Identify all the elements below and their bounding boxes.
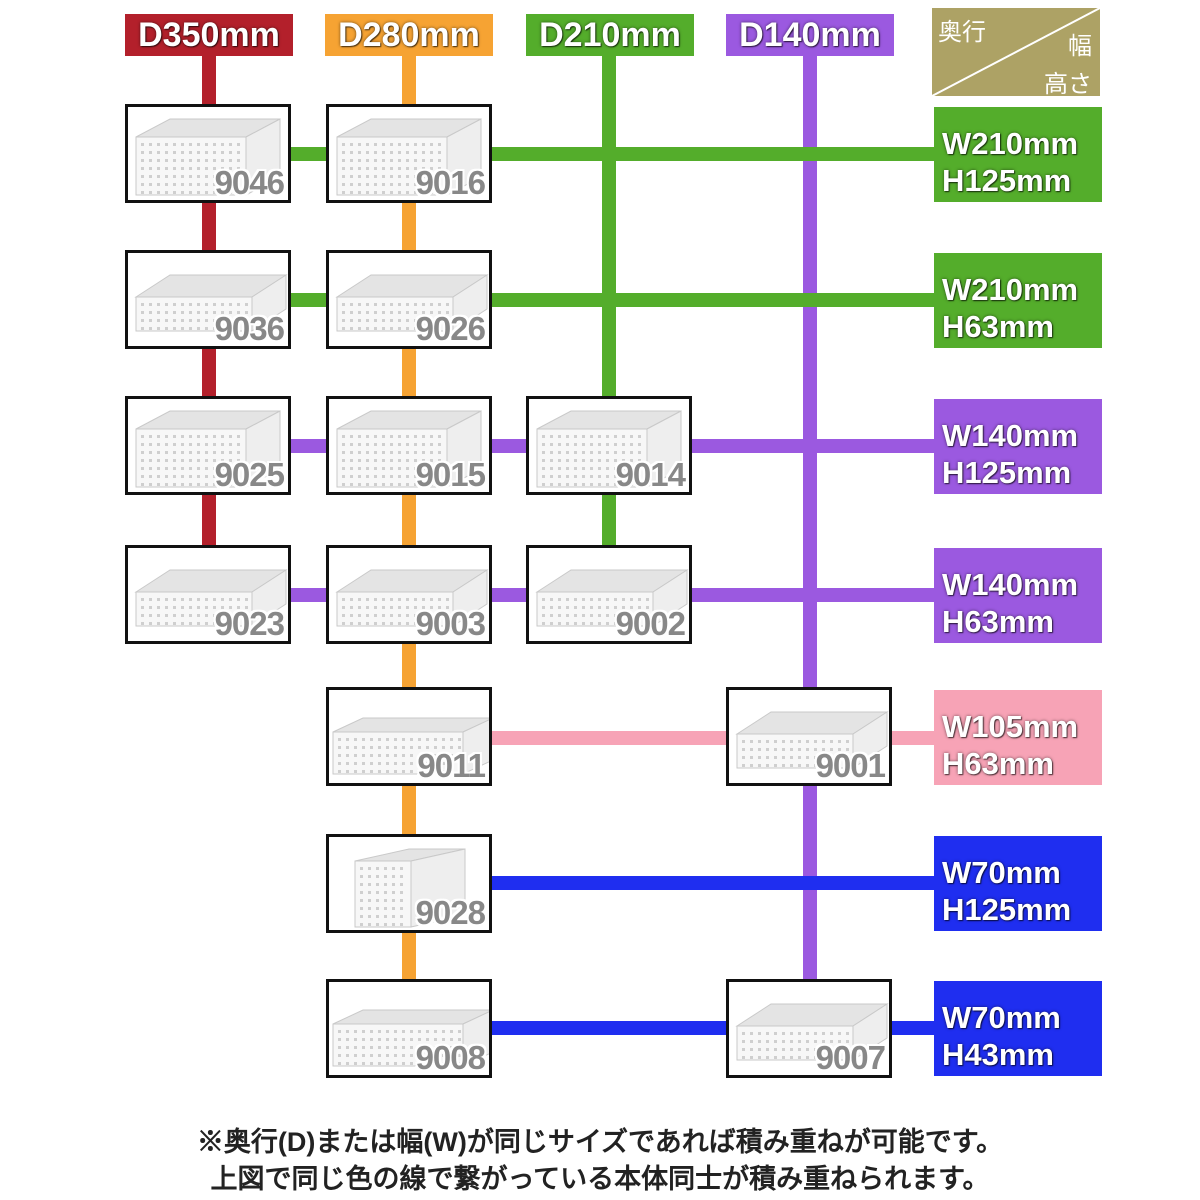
product-9002[interactable]: 9002 <box>526 545 692 644</box>
product-code: 9011 <box>417 747 486 784</box>
product-9026[interactable]: 9026 <box>326 250 492 349</box>
line-w70-h125 <box>408 876 934 890</box>
product-code: 9002 <box>615 605 686 642</box>
basket-illustration-icon <box>135 118 281 196</box>
size-width: W140mm <box>942 418 1079 453</box>
product-code: 9026 <box>415 310 486 347</box>
product-code: 9028 <box>415 894 486 931</box>
size-label-w105-h63: W105mm H63mm <box>934 690 1102 785</box>
size-width: W210mm <box>942 272 1079 307</box>
line-d140 <box>803 56 817 996</box>
product-code: 9025 <box>214 456 285 493</box>
basket-illustration-icon <box>135 410 281 488</box>
product-9011[interactable]: 9011 <box>326 687 492 786</box>
stacking-note-line1: ※奥行(D)または幅(W)が同じサイズであれば積み重ねが可能です。 <box>196 1127 1004 1157</box>
legend-depth-label: 奥行 <box>938 19 986 46</box>
basket-illustration-icon <box>535 569 689 627</box>
product-9025[interactable]: 9025 <box>125 396 291 495</box>
legend-height-label: 高さ <box>1044 71 1092 96</box>
product-9023[interactable]: 9023 <box>125 545 291 644</box>
size-height: H125mm <box>942 455 1072 490</box>
depth-header-d350: D350mm <box>125 14 293 56</box>
size-label-w140-h125: W140mm H125mm <box>934 399 1102 494</box>
basket-illustration-icon <box>336 410 482 488</box>
product-9046[interactable]: 9046 <box>125 104 291 203</box>
basket-illustration-icon <box>332 717 489 775</box>
product-code: 9023 <box>214 605 285 642</box>
product-9036[interactable]: 9036 <box>125 250 291 349</box>
product-9014[interactable]: 9014 <box>526 396 692 495</box>
depth-header-d210: D210mm <box>526 14 694 56</box>
basket-illustration-icon <box>134 274 288 332</box>
size-height: H63mm <box>942 604 1054 639</box>
line-w210-h63 <box>208 293 934 307</box>
product-code: 9014 <box>615 456 686 493</box>
product-code: 9036 <box>214 310 285 347</box>
size-height: H63mm <box>942 746 1054 781</box>
basket-illustration-icon <box>335 569 489 627</box>
product-code: 9001 <box>815 747 886 784</box>
product-code: 9003 <box>415 605 486 642</box>
product-9016[interactable]: 9016 <box>326 104 492 203</box>
product-code: 9046 <box>214 164 285 201</box>
size-width: W105mm <box>942 709 1079 744</box>
product-9007[interactable]: 9007 <box>726 979 892 1078</box>
basket-illustration-icon <box>134 569 288 627</box>
product-9028[interactable]: 9028 <box>326 834 492 933</box>
size-label-w70-h125: W70mm H125mm <box>934 836 1102 931</box>
product-code: 9015 <box>415 456 486 493</box>
size-height: H63mm <box>942 309 1054 344</box>
size-label-w70-h43: W70mm H43mm <box>934 981 1102 1076</box>
product-code: 9016 <box>415 164 486 201</box>
size-height: H125mm <box>942 892 1072 927</box>
product-9003[interactable]: 9003 <box>326 545 492 644</box>
legend-axes: 奥行 幅 高さ <box>932 8 1100 96</box>
depth-header-d280: D280mm <box>325 14 493 56</box>
basket-illustration-icon <box>735 711 889 769</box>
legend-width-label: 幅 <box>1068 33 1092 60</box>
product-code: 9008 <box>415 1039 486 1076</box>
size-width: W70mm <box>942 855 1061 890</box>
size-label-w140-h63: W140mm H63mm <box>934 548 1102 643</box>
size-label-w210-h125: W210mm H125mm <box>934 107 1102 202</box>
basket-illustration-icon <box>536 410 682 488</box>
basket-illustration-icon <box>354 848 466 928</box>
stacking-note-line2: 上図で同じ色の線で繋がっている本体同士が積み重ねられます。 <box>210 1164 990 1194</box>
legend-diagonal-icon <box>932 8 1100 96</box>
product-9008[interactable]: 9008 <box>326 979 492 1078</box>
depth-header-d140: D140mm <box>726 14 894 56</box>
size-label-w210-h63: W210mm H63mm <box>934 253 1102 348</box>
basket-illustration-icon <box>735 1003 889 1061</box>
basket-illustration-icon <box>335 274 489 332</box>
line-w210-h125 <box>208 147 934 161</box>
size-width: W70mm <box>942 1000 1061 1035</box>
product-9001[interactable]: 9001 <box>726 687 892 786</box>
basket-illustration-icon <box>332 1009 489 1067</box>
product-9015[interactable]: 9015 <box>326 396 492 495</box>
size-width: W140mm <box>942 567 1079 602</box>
size-width: W210mm <box>942 126 1079 161</box>
size-height: H43mm <box>942 1037 1054 1072</box>
product-code: 9007 <box>815 1039 886 1076</box>
basket-illustration-icon <box>336 118 482 196</box>
size-height: H125mm <box>942 163 1072 198</box>
